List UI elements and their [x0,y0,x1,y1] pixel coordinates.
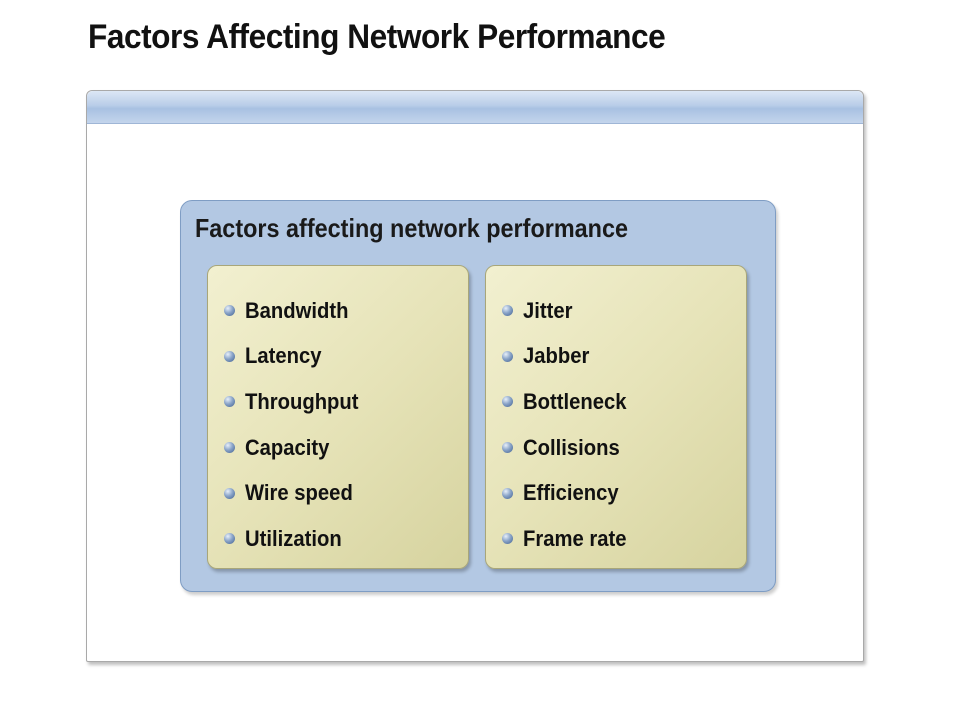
bullet-icon [502,305,513,317]
list-item: Jabber [502,334,636,380]
bullet-icon [224,442,235,454]
list-item: Utilization [224,516,368,562]
bullet-icon [224,350,235,362]
bullet-icon [224,533,235,545]
right-panel: Jitter Jabber Bottleneck Collisions Effi… [485,265,747,569]
list-item-label: Efficiency [523,480,619,506]
list-item-label: Bandwidth [245,297,349,323]
list-item-label: Utilization [245,525,342,551]
list-item-label: Throughput [245,388,359,414]
group-title: Factors affecting network performance [195,213,629,243]
bullet-icon [502,442,513,454]
frame-title-bar [87,91,863,124]
list-item-label: Frame rate [523,525,627,551]
bullet-icon [224,487,235,499]
list-item: Collisions [502,425,636,471]
list-item-label: Capacity [245,434,330,460]
bullet-icon [502,533,513,545]
list-item-label: Latency [245,343,322,369]
list-item: Latency [224,334,368,380]
list-item: Frame rate [502,516,636,562]
list-item: Wire speed [224,470,368,516]
slide-title: Factors Affecting Network Performance [88,18,666,56]
list-item: Jitter [502,288,636,334]
left-panel: Bandwidth Latency Throughput Capacity Wi… [207,265,469,569]
list-item: Capacity [224,425,368,471]
factors-group: Factors affecting network performance Ba… [180,200,776,592]
bullet-icon [502,350,513,362]
bullet-icon [224,396,235,408]
bullet-icon [502,396,513,408]
list-item-label: Wire speed [245,480,353,506]
bullet-icon [502,487,513,499]
list-item-label: Jitter [523,297,573,323]
right-factor-list: Jitter Jabber Bottleneck Collisions Effi… [502,288,636,562]
list-item-label: Jabber [523,343,590,369]
list-item: Efficiency [502,470,636,516]
list-item: Bottleneck [502,379,636,425]
list-item-label: Bottleneck [523,388,627,414]
list-item-label: Collisions [523,434,620,460]
left-factor-list: Bandwidth Latency Throughput Capacity Wi… [224,288,368,562]
list-item: Throughput [224,379,368,425]
list-item: Bandwidth [224,288,368,334]
bullet-icon [224,305,235,317]
